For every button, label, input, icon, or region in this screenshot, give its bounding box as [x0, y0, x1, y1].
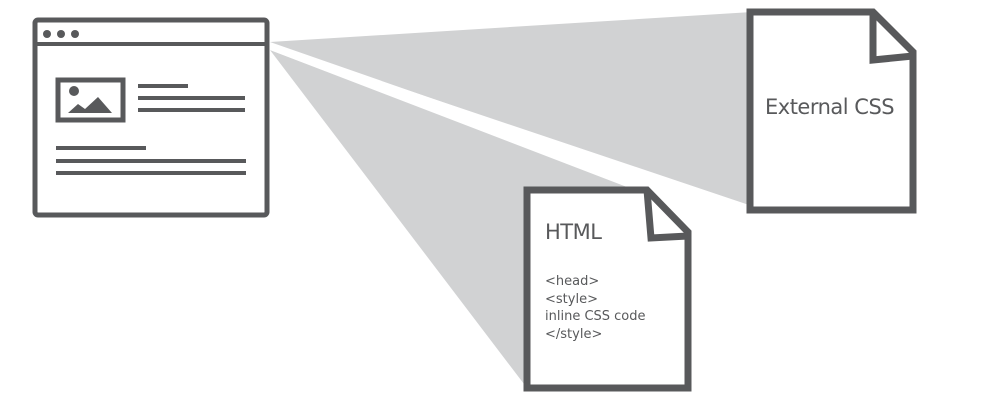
code-line: <head> — [545, 274, 600, 289]
image-placeholder-icon — [55, 77, 126, 123]
html-code-snippet: <head> <style> inline CSS code </style> — [545, 273, 646, 343]
code-line: <style> — [545, 291, 598, 307]
external-css-label: External CSS — [765, 95, 895, 119]
code-line: inline CSS code — [545, 309, 646, 324]
window-dot-icon — [71, 30, 79, 38]
window-dot-icon — [43, 30, 51, 38]
html-doc-title: HTML — [545, 220, 602, 244]
cone-to-external-css — [270, 12, 752, 210]
browser-window-icon — [32, 17, 270, 218]
external-css-document-icon — [746, 8, 917, 214]
code-line: </style> — [545, 326, 603, 342]
window-dot-icon — [57, 30, 65, 38]
html-document-icon — [523, 186, 692, 392]
cone-gap — [270, 44, 752, 212]
